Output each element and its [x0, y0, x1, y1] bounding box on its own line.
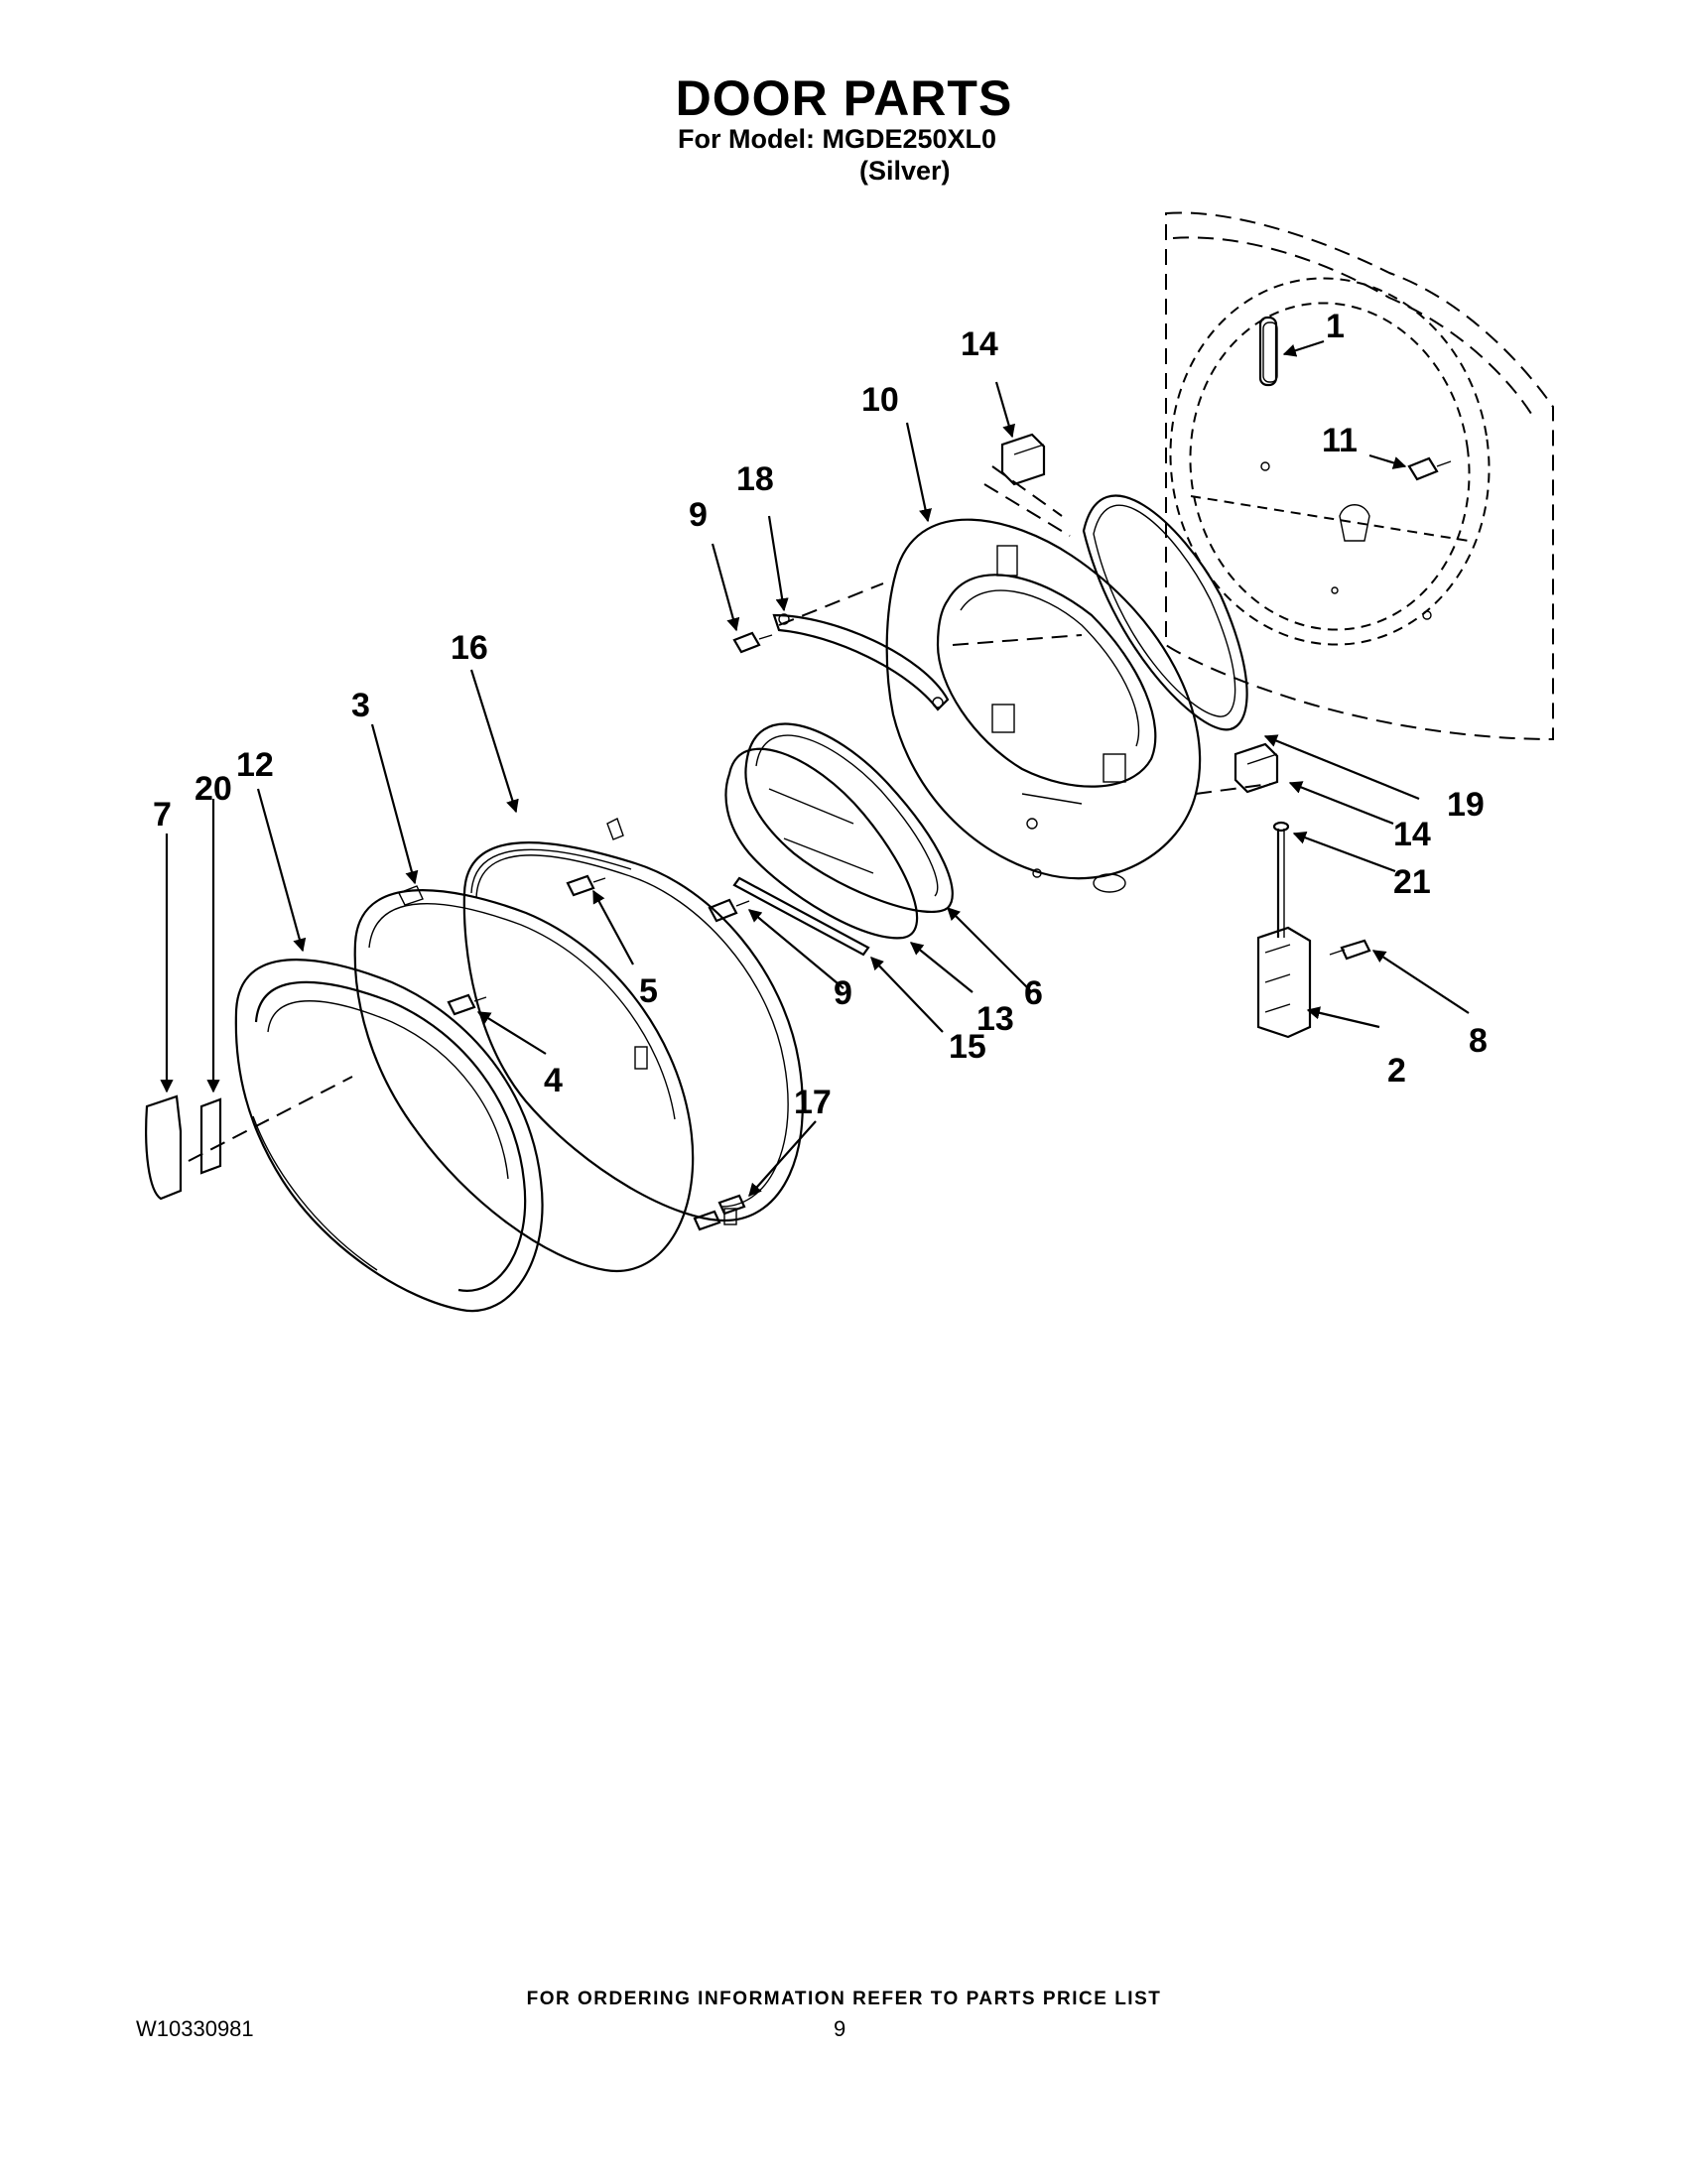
- part-21-hinge-pin: [1272, 821, 1290, 938]
- callout-12: 12: [236, 746, 274, 784]
- callout-5: 5: [639, 972, 658, 1010]
- part-14-hinge-block-lower: [1234, 742, 1279, 794]
- callout-19: 19: [1447, 786, 1485, 824]
- part-3-outer-ring: [353, 885, 695, 1273]
- callout-numbers: 1 2 3 4 5 6 7 8 9 9 10 11 12 13 14 14 15…: [153, 308, 1488, 1121]
- variant-label: (Silver): [859, 156, 951, 186]
- model-line: For Model: MGDE250XL0: [678, 124, 997, 154]
- part-1-strike: [1258, 316, 1278, 387]
- callout-9-lower: 9: [834, 974, 852, 1012]
- alignment-lines: [188, 465, 1271, 1162]
- callout-14-upper: 14: [961, 325, 998, 363]
- part-16-door-frame: [462, 818, 804, 1225]
- callout-15: 15: [949, 1028, 986, 1066]
- part-7-handle-cover: [145, 1094, 183, 1201]
- part-12-outer-trim: [234, 959, 544, 1313]
- callout-9-upper: 9: [689, 496, 708, 534]
- part-10-inner-door-panel: [885, 518, 1202, 893]
- page-title: DOOR PARTS: [675, 70, 1013, 126]
- callout-14-lower: 14: [1393, 816, 1431, 853]
- callout-8: 8: [1469, 1022, 1488, 1060]
- part-19-gasket: [1082, 494, 1248, 731]
- part-20-label: [199, 1097, 222, 1175]
- leader-arrows: [160, 339, 1470, 1197]
- page-number: 9: [834, 2016, 846, 2041]
- part-13-door-glass: [724, 747, 919, 940]
- callout-4: 4: [544, 1062, 563, 1099]
- callout-17: 17: [794, 1084, 832, 1121]
- callout-16: 16: [451, 629, 488, 667]
- callout-20: 20: [195, 770, 232, 808]
- part-15-retainer: [732, 876, 870, 957]
- part-2-hinge: [1256, 926, 1312, 1039]
- part-6-glass-gasket: [744, 722, 954, 913]
- callout-6: 6: [1024, 974, 1043, 1012]
- cabinet-front-panel: [1165, 211, 1554, 741]
- callout-13: 13: [976, 1000, 1014, 1038]
- callout-21: 21: [1393, 863, 1431, 901]
- callout-18: 18: [736, 460, 774, 498]
- part-17-screws: [693, 1194, 746, 1231]
- part-18-bracket: [772, 613, 950, 711]
- callout-2: 2: [1387, 1052, 1406, 1090]
- callout-10: 10: [861, 381, 899, 419]
- callout-3: 3: [351, 687, 370, 724]
- part-11-screw: [1407, 456, 1452, 481]
- part-9-screw-upper: [732, 631, 773, 654]
- part-8-screw: [1329, 939, 1371, 961]
- document-number: W10330981: [136, 2016, 254, 2041]
- callout-11: 11: [1322, 422, 1358, 459]
- ordering-info-note: FOR ORDERING INFORMATION REFER TO PARTS …: [526, 1989, 1162, 2009]
- part-14-hinge-block-upper: [1000, 433, 1046, 486]
- callout-7: 7: [153, 796, 172, 834]
- part-5-screw: [566, 874, 606, 897]
- callout-1: 1: [1326, 308, 1345, 345]
- part-4-screw: [447, 993, 487, 1016]
- part-9-screw-lower: [708, 898, 750, 923]
